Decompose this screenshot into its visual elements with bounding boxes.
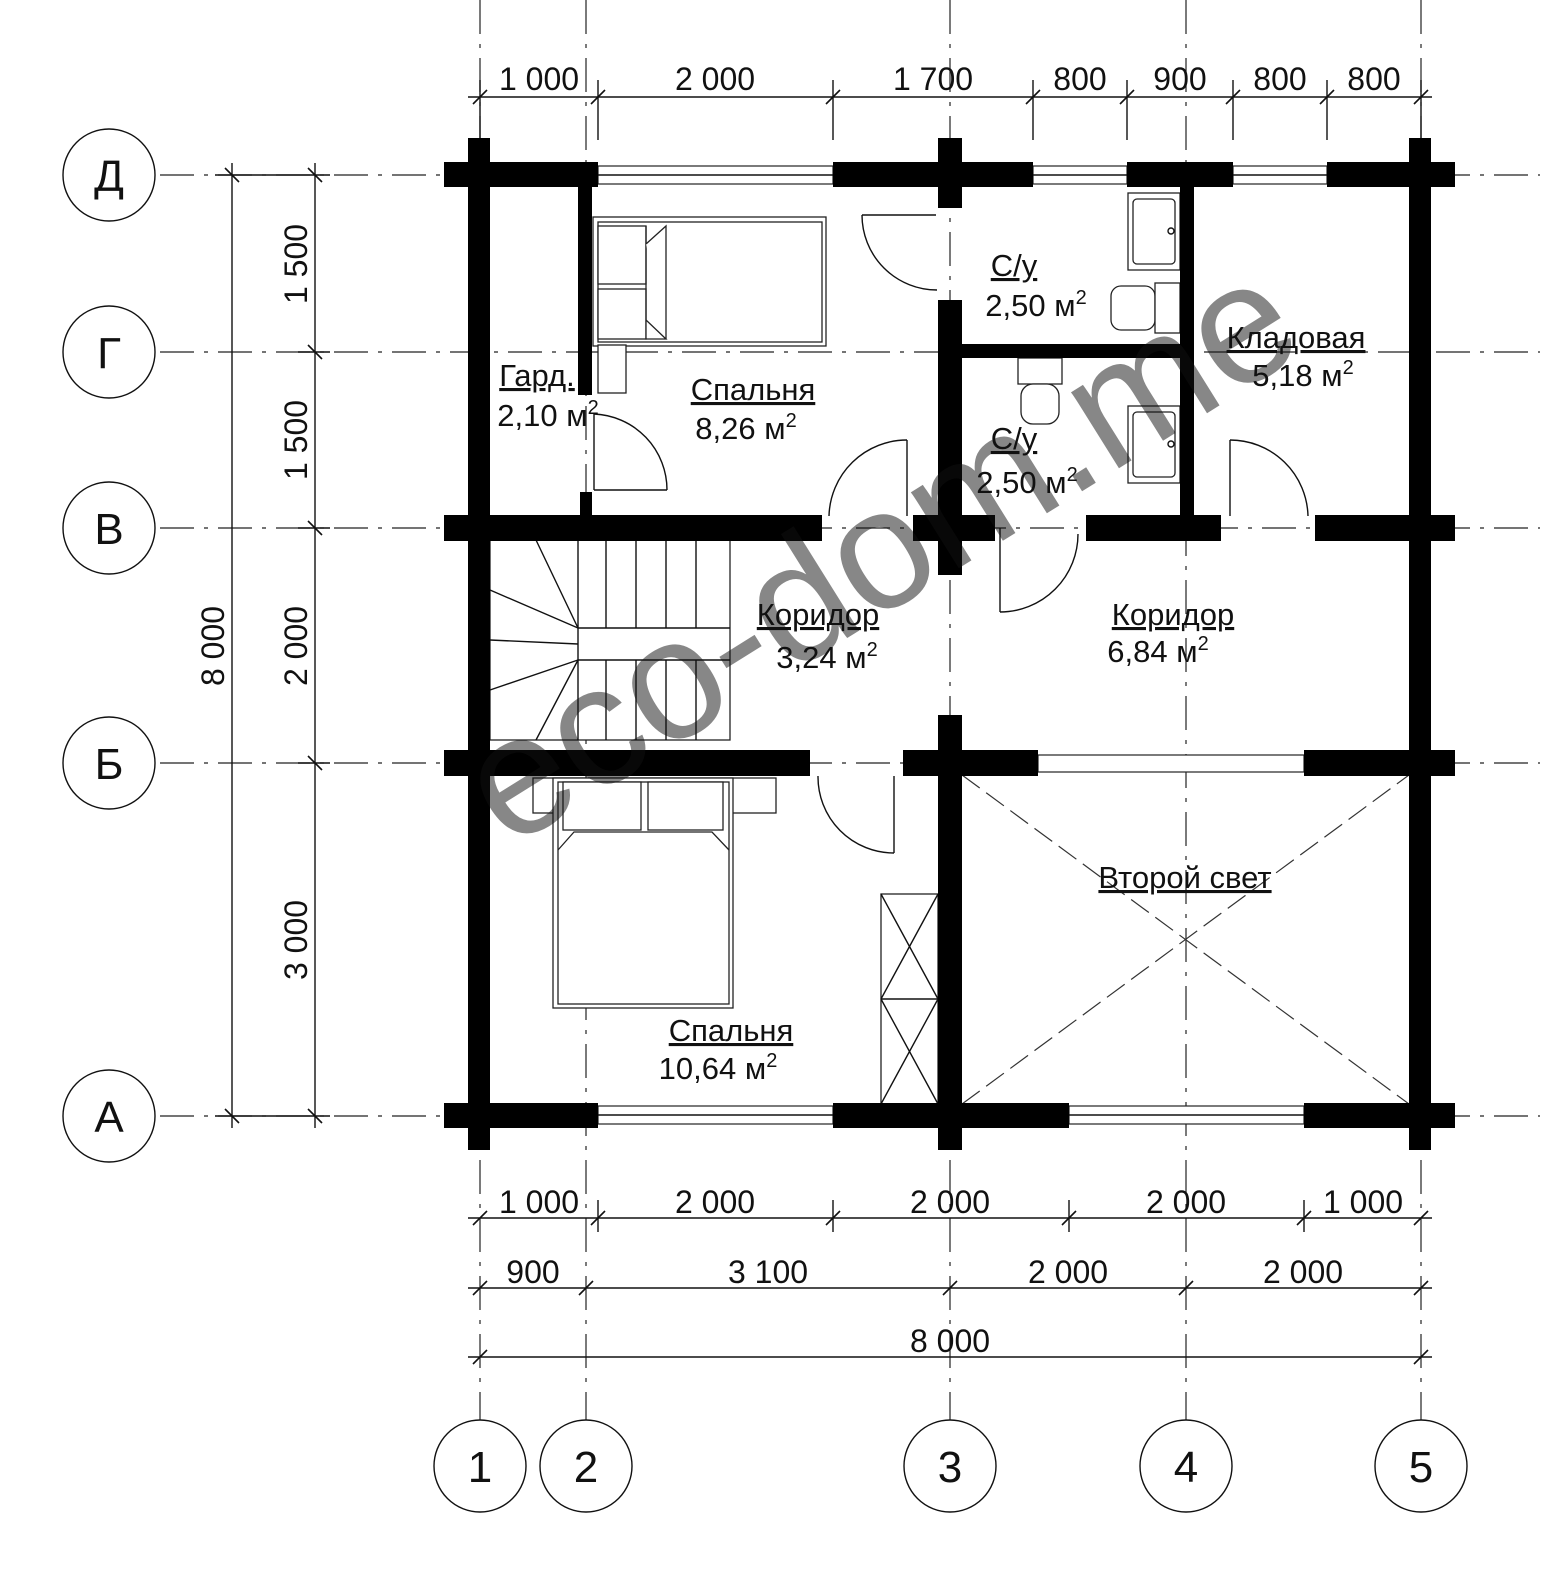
bed-top	[592, 216, 827, 394]
axis-label-d: Д	[94, 152, 124, 201]
dim-bottom2-2: 3 100	[728, 1254, 808, 1290]
room-area: 8,26 м2	[695, 410, 796, 446]
room-name: Спальня	[691, 372, 816, 407]
room-labels: Спальня 8,26 м2 Гард. 2,10 м2 С/у 2,50 м…	[497, 248, 1365, 1086]
room-second-light: Второй свет	[1098, 860, 1271, 895]
room-area: 2,50 м2	[985, 287, 1086, 323]
dim-left-1: 1 500	[278, 224, 314, 304]
dim-bottom-total: 8 000	[910, 1323, 990, 1359]
axis-label-a: А	[94, 1093, 124, 1142]
dim-bottom2-4: 2 000	[1263, 1254, 1343, 1290]
axis-label-1: 1	[468, 1443, 492, 1492]
double-height-void	[961, 774, 1410, 1105]
dim-bottom1-2: 2 000	[675, 1184, 755, 1220]
dim-top-3: 1 700	[893, 61, 973, 97]
room-area: 2,50 м2	[976, 464, 1077, 500]
room-name: С/у	[991, 248, 1038, 283]
dim-top-5: 900	[1153, 61, 1206, 97]
row-axis-bubbles: Д Г В Б А	[62, 128, 156, 1163]
room-area: 5,18 м2	[1252, 357, 1353, 393]
dim-bottom1-3: 2 000	[910, 1184, 990, 1220]
dim-bottom2-1: 900	[506, 1254, 559, 1290]
room-storage: Кладовая 5,18 м2	[1227, 320, 1366, 393]
axis-label-5: 5	[1409, 1443, 1433, 1492]
axis-label-b: Б	[95, 740, 124, 789]
staircase	[489, 539, 731, 741]
room-name: Коридор	[1112, 597, 1234, 632]
dim-bottom1-4: 2 000	[1146, 1184, 1226, 1220]
dim-left-4: 3 000	[278, 900, 314, 980]
axis-label-g: Г	[97, 329, 121, 378]
bed-bottom	[532, 777, 777, 1009]
dim-top-1: 1 000	[499, 61, 579, 97]
axis-label-v: В	[94, 505, 123, 554]
room-name: Гард.	[499, 358, 575, 393]
wardrobe	[880, 893, 939, 1105]
room-bathroom-2: С/у 2,50 м2	[976, 421, 1077, 500]
dim-bottom2-3: 2 000	[1028, 1254, 1108, 1290]
room-corridor-1: Коридор 3,24 м2	[757, 597, 879, 675]
dim-bottom1-5: 1 000	[1323, 1184, 1403, 1220]
dim-top-4: 800	[1053, 61, 1106, 97]
room-name: Кладовая	[1227, 320, 1366, 355]
room-bedroom-top: Спальня 8,26 м2	[691, 372, 816, 446]
room-name: Спальня	[669, 1013, 794, 1048]
axis-label-2: 2	[574, 1443, 598, 1492]
furniture	[489, 192, 1410, 1105]
room-name: С/у	[991, 421, 1038, 456]
room-area: 10,64 м2	[659, 1050, 778, 1086]
column-axis-bubbles: 1 2 3 4 5	[433, 1419, 1468, 1513]
room-area: 2,10 м2	[497, 397, 598, 433]
room-name: Второй свет	[1098, 860, 1271, 895]
doors	[593, 214, 1309, 854]
dim-top-2: 2 000	[675, 61, 755, 97]
room-bedroom-bottom: Спальня 10,64 м2	[659, 1013, 794, 1086]
axis-label-3: 3	[938, 1443, 962, 1492]
left-dimension-chains: 1 500 1 500 2 000 3 000 8 000	[195, 163, 330, 1128]
axis-label-4: 4	[1174, 1443, 1198, 1492]
room-bathroom-1: С/у 2,50 м2	[985, 248, 1086, 323]
room-area: 3,24 м2	[776, 639, 877, 675]
room-wardrobe: Гард. 2,10 м2	[497, 358, 598, 433]
dim-left-2: 1 500	[278, 400, 314, 480]
dim-left-total: 8 000	[195, 606, 231, 686]
dim-top-7: 800	[1347, 61, 1400, 97]
bathroom-fixtures	[1017, 192, 1181, 484]
dim-top-6: 800	[1253, 61, 1306, 97]
bottom-dimension-chains: 1 000 2 000 2 000 2 000 1 000 900 3 100 …	[468, 1184, 1432, 1365]
room-corridor-2: Коридор 6,84 м2	[1107, 597, 1234, 669]
dim-left-3: 2 000	[278, 606, 314, 686]
walls	[444, 138, 1455, 1150]
top-dimension-chain: 1 000 2 000 1 700 800 900 800 800	[468, 61, 1432, 140]
room-area: 6,84 м2	[1107, 633, 1208, 669]
dim-bottom1-1: 1 000	[499, 1184, 579, 1220]
room-name: Коридор	[757, 597, 879, 632]
